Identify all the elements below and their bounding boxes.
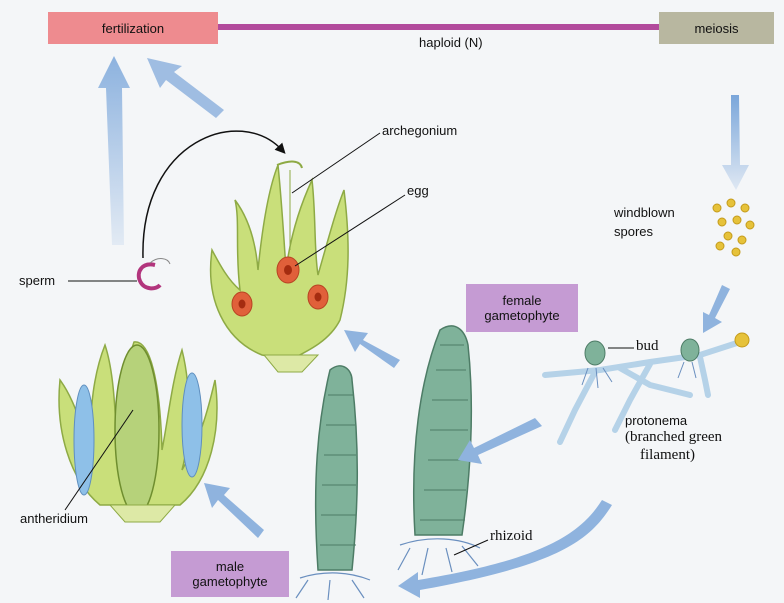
male-label-line2: gametophyte [192,574,267,589]
rhizoid-leader-line [454,540,488,555]
archegonium-label: archegonium [382,123,457,138]
protonema-label: protonema [625,413,687,428]
meiosis-label: meiosis [694,21,738,36]
arrow-archegonium-to-fertilization [147,58,224,118]
haploid-label: haploid (N) [419,35,483,50]
male-gametophyte-box: male gametophyte [171,551,289,597]
male-gametophyte-shoot [296,366,370,600]
fertilization-label: fertilization [102,21,164,36]
female-label-line1: female [502,293,541,308]
arrow-meiosis-to-spores [722,95,749,190]
sperm-label: sperm [19,273,55,288]
arrow-male-to-antheridium [204,483,264,538]
branched-label-line2: filament) [640,447,695,464]
fertilization-box: fertilization [48,12,218,44]
branched-label-line1: (branched green [625,429,722,446]
spores-icon [713,199,754,256]
protonema-spore [735,333,749,347]
antheridium-label: antheridium [20,511,88,526]
windblown-label: windblown [614,205,675,220]
spores-label: spores [614,224,653,239]
archegonium-plant [211,162,348,372]
sperm-icon [139,259,170,289]
rhizoid-label: rhizoid [490,528,533,545]
arrow-spores-to-protonema [703,285,730,333]
meiosis-box: meiosis [659,12,774,44]
female-gametophyte-box: female gametophyte [466,284,578,332]
female-label-line2: gametophyte [484,308,559,323]
haploid-line [218,24,660,30]
archegonium-leader-line [292,133,380,193]
bud-label: bud [636,338,659,355]
arrow-female-to-archegonium [344,330,400,368]
antheridium-plant [59,342,217,522]
egg-label: egg [407,183,429,198]
male-label-line1: male [216,559,244,574]
arrow-up-to-fertilization [98,56,130,245]
